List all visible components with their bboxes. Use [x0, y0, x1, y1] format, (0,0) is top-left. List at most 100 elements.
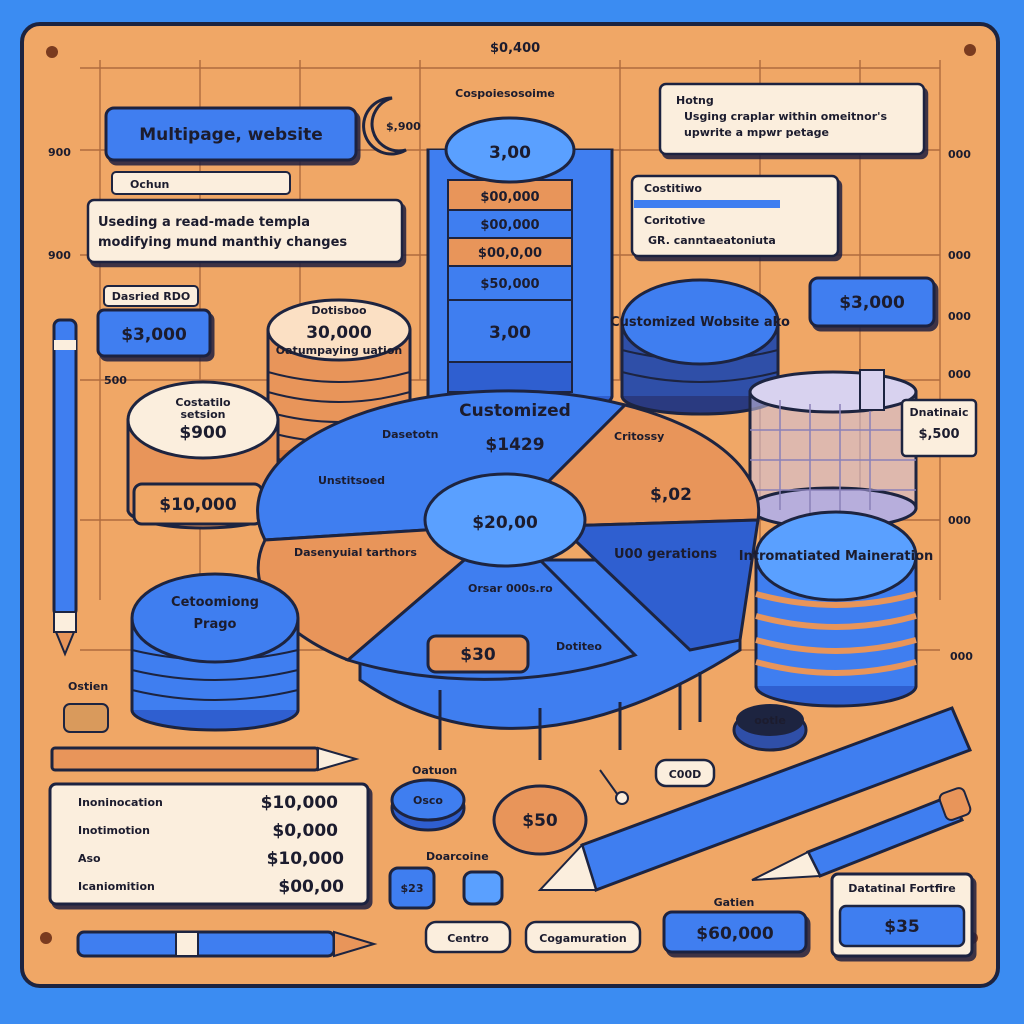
bottom-price-button[interactable]: Gatien $60,000	[662, 896, 808, 954]
template-note-line-1: Useding a read-made templa	[98, 215, 310, 230]
page-title: Multipage, website	[139, 125, 323, 145]
pin-icon	[46, 46, 58, 58]
tick-right-3: 000	[948, 310, 971, 323]
tag-right: C00D	[654, 758, 716, 788]
pencil-icon	[537, 706, 972, 892]
left-badge-caption: Dasried RDO	[112, 290, 190, 303]
pie-chart-3d: Customized $1429 $20,00 Dasetotn Unstits…	[256, 389, 761, 760]
tick-right-2: 000	[948, 249, 971, 262]
costing-card-title: Costitiwo	[644, 182, 702, 195]
cogmation-button-label: Cogamuration	[539, 932, 626, 945]
pen-icon	[52, 318, 78, 657]
tall-stack-caption: Cospoiesosoime	[455, 87, 555, 100]
pie-total: $1429	[485, 435, 544, 455]
pie-dark-label: U00 gerations	[614, 547, 717, 562]
tall-stack-band-2: $00,000	[480, 218, 539, 233]
pie-title: Customized	[459, 401, 571, 421]
token-small: Doarcoine $23	[388, 850, 504, 910]
pie-orange-label-2: Dasenyuial tarthors	[294, 546, 417, 559]
coin-orange: $50	[492, 784, 588, 856]
orange-stack-caption: Oatumpaying uation	[276, 344, 402, 357]
tick-right-6: 000	[950, 650, 973, 663]
token-2-caption: Doarcoine	[426, 850, 489, 863]
pie-slice-blue	[256, 389, 628, 542]
tick-left-1: 900	[48, 146, 71, 159]
hosting-note: Hotng Usging craplar within omeitnor's u…	[658, 82, 926, 156]
hosting-note-line-1: Usging craplar within omeitnor's	[684, 110, 887, 123]
pin-icon	[964, 44, 976, 56]
info-table: Inoninocation $10,000 Inotimotion $0,000…	[48, 782, 370, 906]
title-subtitle: Ochun	[130, 178, 169, 191]
left-stack-line-2: Prago	[194, 617, 237, 632]
left-blue-stack: Cetoomiong Prago	[130, 572, 300, 732]
cogmation-button[interactable]: Cogamuration	[524, 920, 642, 954]
costing-card: Costitiwo Coritotive GR. canntaeatoniuta	[630, 174, 840, 258]
token-osco: Oatuon Osco	[390, 764, 466, 832]
cup-label-value: $,500	[918, 427, 959, 442]
cup-label-title: Dnatinaic	[910, 406, 969, 419]
pie-orange-label-1: Critossy	[614, 430, 664, 443]
pie-orange-value: $,02	[650, 485, 692, 505]
price-right-value: $3,000	[839, 293, 905, 313]
pie-bottom-small: Dotiteo	[556, 640, 602, 653]
left-stack-line-1: Cetoomiong	[171, 595, 259, 610]
cream-cylinder-subtitle: setsion	[181, 408, 226, 421]
pin-line	[599, 769, 621, 799]
table-row-value: $0,000	[272, 821, 338, 841]
pin-icon	[615, 791, 629, 805]
customized-website-label: Customized Wobsite ako	[610, 315, 790, 330]
table-row-label: Aso	[78, 852, 101, 865]
left-badge-value: $3,000	[121, 325, 187, 345]
tick-left-3: 500	[104, 374, 127, 387]
table-row-label: Inotimotion	[78, 824, 150, 837]
table-row-label: Icaniomition	[78, 880, 155, 893]
tick-right-4: 000	[948, 368, 971, 381]
hosting-note-line-2: upwrite a mpwr petage	[684, 126, 829, 139]
token-1-caption: Oatuon	[412, 764, 457, 777]
orange-stack-top: Dotisboo	[311, 304, 367, 317]
hosting-note-title: Hotng	[676, 94, 714, 107]
left-price-badge: Dasried RDO $3,000	[96, 285, 212, 358]
pie-center: $20,00	[472, 513, 538, 533]
table-row-value: $10,000	[261, 793, 339, 813]
table-row-value: $00,00	[278, 877, 344, 897]
tall-stack-middle: 3,00	[489, 323, 531, 343]
title-banner: Multipage, website Ochun	[104, 106, 358, 195]
tall-stack-top: 3,00	[489, 143, 531, 163]
pie-slice-dark	[556, 518, 760, 652]
centro-button[interactable]: Centro	[424, 920, 512, 954]
pencil-icon	[751, 787, 972, 881]
maintenance-label: Intromatiated Maineration	[739, 549, 934, 564]
bottom-card-title: Datatinal Fortfire	[848, 882, 955, 895]
tall-stack-band-4: $50,000	[480, 277, 539, 292]
bottom-card: Datatinal Fortfire $35	[830, 872, 974, 958]
pie-bottom-label: Orsar 000s.ro	[468, 582, 553, 595]
costing-card-line-2: GR. canntaeatoniuta	[648, 234, 776, 247]
bottom-price-caption: Gatien	[714, 896, 755, 909]
tick-right-5: 000	[948, 514, 971, 527]
pin-icon	[40, 932, 52, 944]
cream-cylinder-title: Costatilo	[175, 396, 231, 409]
small-pot: Ostien	[63, 680, 109, 733]
pencil-icon	[50, 746, 360, 772]
centro-button-label: Centro	[447, 932, 489, 945]
moon-icon	[362, 96, 407, 156]
table-row-value: $10,000	[267, 849, 345, 869]
coin-right-label: ootle	[754, 714, 786, 727]
maintenance-stack: Intromatiated Maineration	[739, 510, 934, 708]
tick-top: $0,400	[490, 41, 540, 56]
token-1-label: Osco	[413, 794, 443, 807]
template-note-line-2: modifying mund manthiy changes	[98, 235, 347, 250]
token-2-label: $23	[401, 882, 424, 895]
template-note: Useding a read-made templa modifying mun…	[86, 198, 404, 264]
tag-right-label: C00D	[669, 768, 702, 781]
table-row-label: Inoninocation	[78, 796, 163, 809]
moon-price: $,900	[386, 120, 421, 133]
cream-cylinder-value: $900	[179, 423, 226, 443]
orange-stack-value: 30,000	[306, 323, 372, 343]
tall-stack-band-3: $00,0,00	[478, 246, 542, 261]
tick-left-2: 900	[48, 249, 71, 262]
pie-price-tag: $30	[460, 645, 496, 665]
coin-right: ootle	[732, 704, 808, 752]
